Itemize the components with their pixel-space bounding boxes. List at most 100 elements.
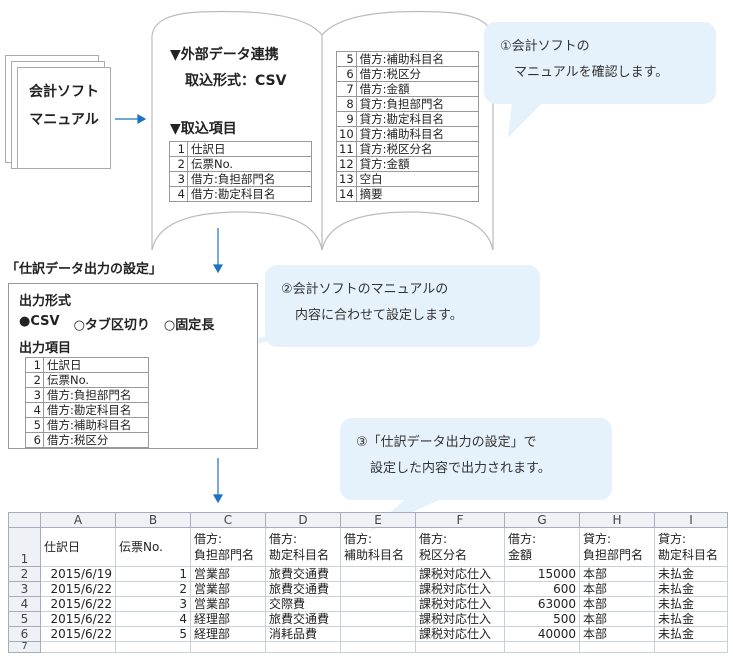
row-header[interactable]: 1 (8, 527, 41, 567)
header-cell[interactable]: 借方:金額 (504, 527, 580, 567)
cell[interactable]: 課税対応仕入 (415, 626, 505, 642)
cell[interactable]: 15000 (504, 566, 580, 582)
row-header[interactable]: 4 (8, 596, 41, 612)
cell[interactable]: 営業部 (190, 566, 266, 582)
column-header[interactable]: F (415, 512, 505, 528)
radio-option[interactable]: ●CSV (19, 314, 60, 333)
cell[interactable]: 課税対応仕入 (415, 611, 505, 627)
cell[interactable] (340, 581, 416, 597)
cell[interactable]: 4 (115, 611, 191, 627)
header-line1: 伝票No. (119, 540, 163, 554)
column-header[interactable]: B (115, 512, 191, 528)
item-number: 10 (336, 126, 357, 142)
row-header[interactable]: 3 (8, 581, 41, 597)
cell[interactable]: 未払金 (654, 611, 728, 627)
cell[interactable]: 3 (115, 596, 191, 612)
item-number: 2 (169, 156, 188, 172)
cell[interactable]: 旅費交通費 (265, 611, 341, 627)
item-label: 借方:税区分 (355, 66, 480, 82)
cell[interactable]: 消耗品費 (265, 626, 341, 642)
header-cell[interactable]: 仕訳日 (40, 527, 116, 567)
callout-step2-line2: 内容に合わせて設定します。 (295, 308, 463, 323)
cell[interactable]: 旅費交通費 (265, 581, 341, 597)
cell[interactable] (340, 611, 416, 627)
cell[interactable]: 本部 (579, 566, 655, 582)
cell[interactable] (579, 641, 655, 653)
item-number: 6 (336, 66, 357, 82)
cell[interactable]: 本部 (579, 581, 655, 597)
cell[interactable]: 未払金 (654, 566, 728, 582)
row-header[interactable]: 5 (8, 611, 41, 627)
cell[interactable]: 2015/6/22 (40, 581, 116, 597)
cell[interactable]: 40000 (504, 626, 580, 642)
header-cell[interactable]: 貸方:負担部門名 (579, 527, 655, 567)
cell[interactable]: 未払金 (654, 596, 728, 612)
cell[interactable]: 5 (115, 626, 191, 642)
header-cell[interactable]: 貸方:勘定科目名 (654, 527, 728, 567)
cell[interactable] (415, 641, 505, 653)
item-label: 貸方:負担部門名 (355, 96, 480, 112)
cell[interactable]: 2 (115, 581, 191, 597)
item-number: 1 (25, 357, 44, 373)
cell[interactable]: 500 (504, 611, 580, 627)
cell[interactable] (190, 641, 266, 653)
cell[interactable]: 2015/6/19 (40, 566, 116, 582)
cell[interactable]: 2015/6/22 (40, 596, 116, 612)
cell[interactable]: 交際費 (265, 596, 341, 612)
select-all-corner[interactable] (8, 512, 41, 528)
cell[interactable] (340, 596, 416, 612)
cell[interactable]: 経理部 (190, 611, 266, 627)
radio-option[interactable]: ○固定長 (164, 314, 214, 333)
cell[interactable]: 本部 (579, 611, 655, 627)
cell[interactable]: 2015/6/22 (40, 626, 116, 642)
cell[interactable]: 1 (115, 566, 191, 582)
cell[interactable] (115, 641, 191, 653)
cell[interactable] (40, 641, 116, 653)
header-cell[interactable]: 借方:勘定科目名 (265, 527, 341, 567)
header-cell[interactable]: 借方:負担部門名 (190, 527, 266, 567)
cell[interactable] (340, 641, 416, 653)
cell[interactable]: 営業部 (190, 581, 266, 597)
column-header[interactable]: I (654, 512, 728, 528)
header-cell[interactable]: 借方:税区分名 (415, 527, 505, 567)
row-header[interactable]: 2 (8, 566, 41, 582)
cell[interactable] (340, 626, 416, 642)
cell[interactable]: 経理部 (190, 626, 266, 642)
header-cell[interactable]: 伝票No. (115, 527, 191, 567)
cell[interactable] (654, 641, 728, 653)
item-label: 借方:金額 (355, 81, 480, 97)
radio-unselected-icon: ○ (73, 318, 85, 333)
cell[interactable]: 課税対応仕入 (415, 581, 505, 597)
cell[interactable]: 旅費交通費 (265, 566, 341, 582)
column-header[interactable]: C (190, 512, 266, 528)
item-number: 6 (25, 432, 44, 448)
radio-label: 固定長 (175, 318, 215, 333)
cell[interactable] (504, 641, 580, 653)
header-line1: 借方: (269, 532, 298, 546)
radio-option[interactable]: ○タブ区切り (74, 314, 150, 333)
cell[interactable]: 課税対応仕入 (415, 596, 505, 612)
cell[interactable]: 2015/6/22 (40, 611, 116, 627)
cell[interactable] (340, 566, 416, 582)
cell[interactable]: 課税対応仕入 (415, 566, 505, 582)
column-header[interactable]: D (265, 512, 341, 528)
header-line1: 借方: (344, 532, 373, 546)
column-header[interactable]: H (579, 512, 655, 528)
cell[interactable]: 未払金 (654, 626, 728, 642)
cell[interactable]: 営業部 (190, 596, 266, 612)
cell[interactable]: 600 (504, 581, 580, 597)
column-header[interactable]: A (40, 512, 116, 528)
row-header[interactable]: 7 (8, 641, 41, 653)
cell[interactable]: 63000 (504, 596, 580, 612)
cell[interactable] (265, 641, 341, 653)
cell[interactable]: 未払金 (654, 581, 728, 597)
cell[interactable]: 本部 (579, 626, 655, 642)
table-row: 7 (8, 641, 728, 653)
column-header[interactable]: E (340, 512, 416, 528)
column-header[interactable]: G (504, 512, 580, 528)
cell[interactable]: 本部 (579, 596, 655, 612)
row-header[interactable]: 6 (8, 626, 41, 642)
item-label: 伝票No. (187, 156, 312, 172)
header-cell[interactable]: 借方:補助科目名 (340, 527, 416, 567)
